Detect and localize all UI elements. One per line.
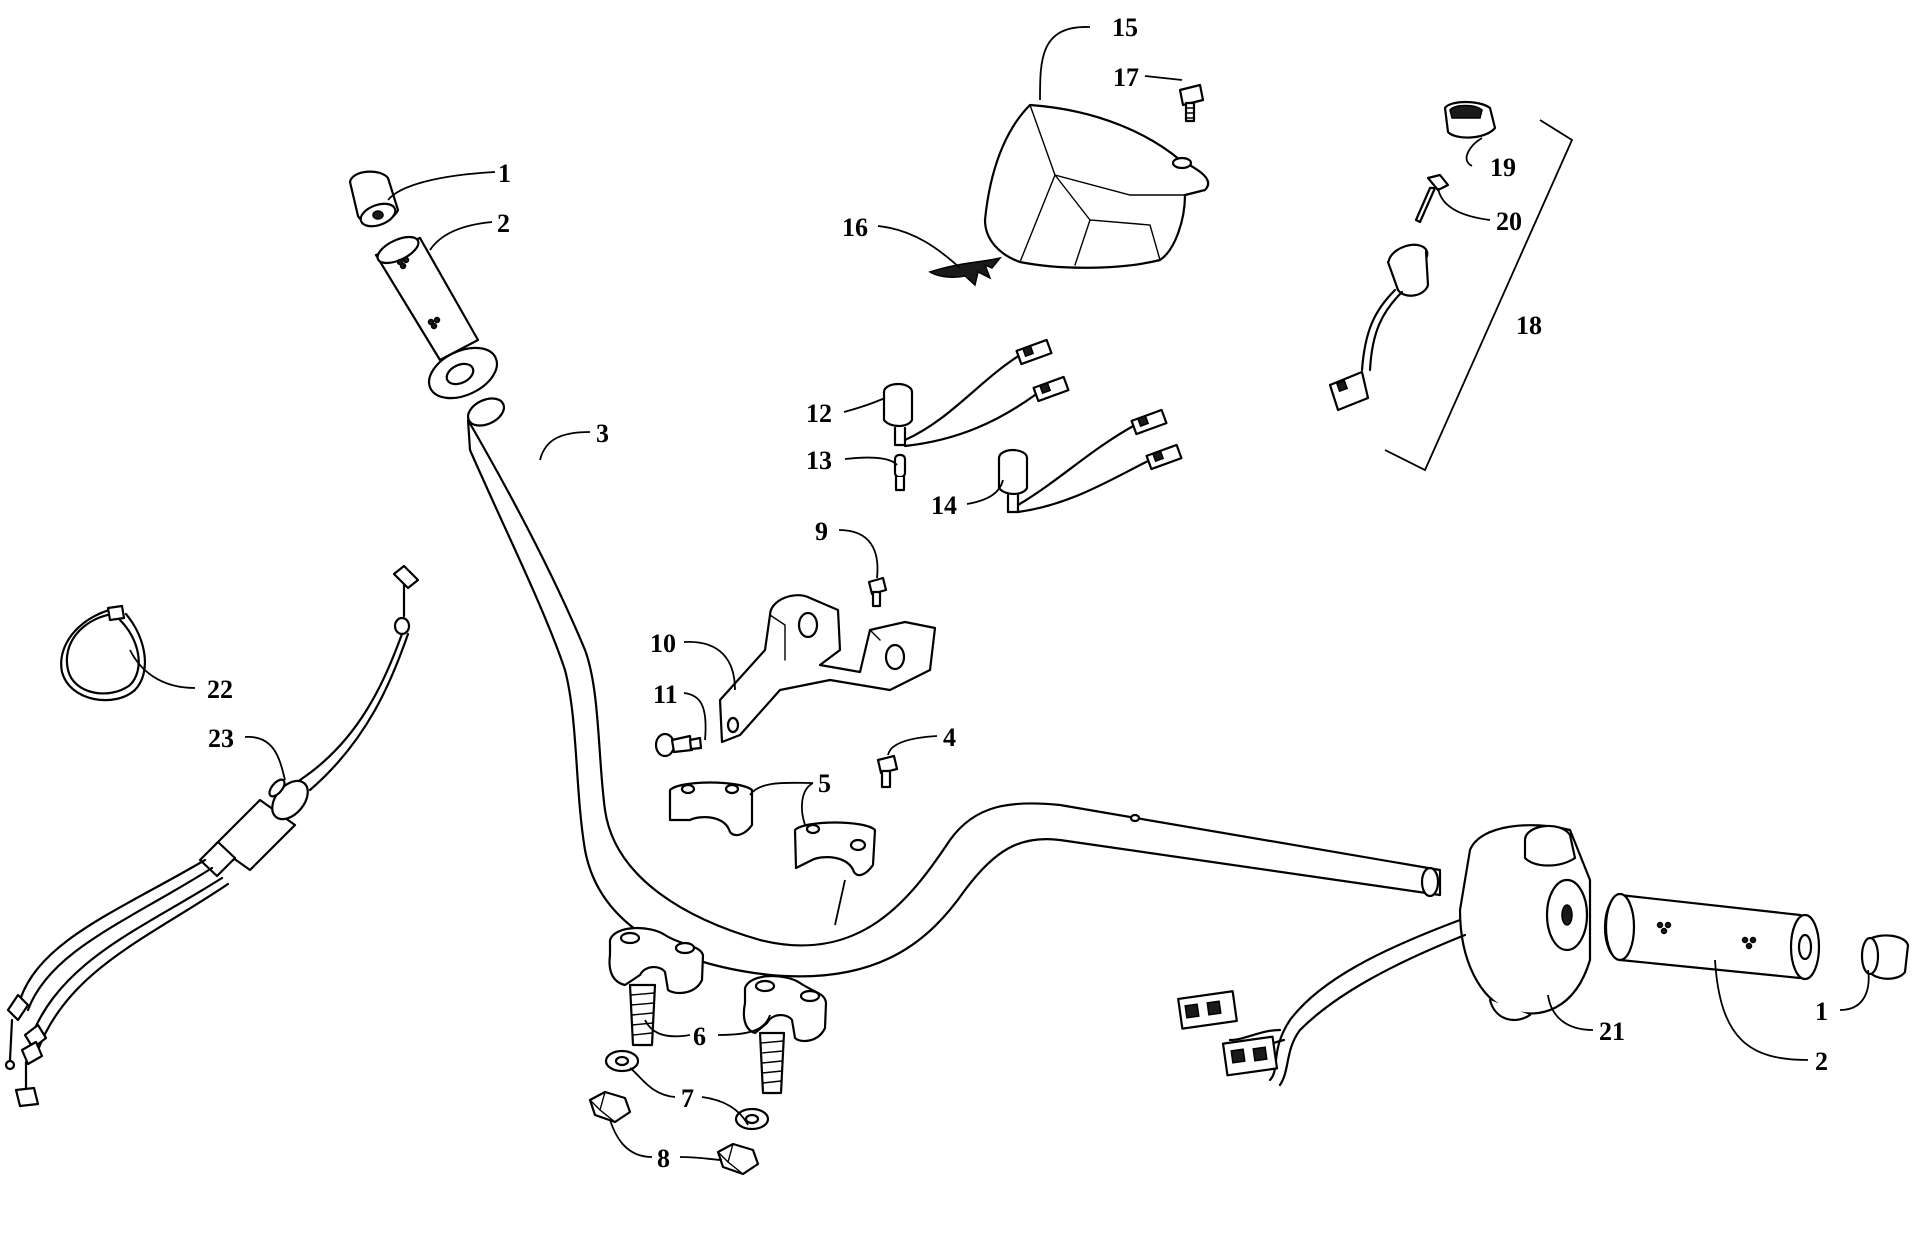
callout-1-right-end-cap: 1 <box>1815 997 1828 1026</box>
cat-decal <box>928 256 1003 287</box>
throttle-cable <box>4 564 420 1108</box>
callout-21-switch-housing: 21 <box>1599 1017 1625 1046</box>
callout-19-ignition-cap: 19 <box>1490 153 1516 182</box>
indicator-bulb <box>893 453 907 492</box>
nut-right <box>716 1142 760 1176</box>
left-grip-assembly <box>348 170 499 400</box>
right-grip-assembly <box>1603 892 1910 981</box>
bracket-bolt <box>654 732 703 758</box>
riser-left <box>608 926 705 1047</box>
callout-22-cable-tie: 22 <box>207 675 233 704</box>
cable-tie <box>60 604 147 702</box>
pod-screw <box>1178 83 1205 123</box>
callout-2-right-grip: 2 <box>1815 1047 1828 1076</box>
callout-10-bracket: 10 <box>650 629 676 658</box>
clamp-screw <box>876 754 899 789</box>
callout-11-bracket-bolt: 11 <box>653 680 678 709</box>
bracket-screw <box>867 576 888 608</box>
callout-13-bulb: 13 <box>806 446 832 475</box>
callout-4-clamp-screw: 4 <box>943 723 956 752</box>
callout-18-ignition-assembly: 18 <box>1516 311 1542 340</box>
washer-left <box>604 1049 640 1073</box>
callout-20-key: 20 <box>1496 207 1522 236</box>
clamp-right <box>793 821 877 877</box>
callout-17-screw: 17 <box>1113 63 1139 92</box>
callout-23-throttle-cable: 23 <box>208 724 234 753</box>
mounting-bracket <box>718 594 937 744</box>
handlebar-pod <box>983 103 1210 269</box>
riser-right <box>742 974 828 1095</box>
ignition-assembly-bracket <box>1384 119 1574 472</box>
callouts: 1 2 3 4 5 6 7 8 9 10 11 12 13 14 15 16 1… <box>207 13 1828 1173</box>
callout-6-riser: 6 <box>693 1022 706 1051</box>
callout-16-decal: 16 <box>842 213 868 242</box>
washer-right <box>734 1107 770 1131</box>
callout-15-pod: 15 <box>1112 13 1138 42</box>
clamp-left <box>668 781 754 837</box>
nut-left <box>588 1090 632 1124</box>
callout-9-bracket-screw: 9 <box>815 517 828 546</box>
callout-3-handlebar: 3 <box>596 419 609 448</box>
leader-lines <box>129 26 1870 1161</box>
callout-1-left-end-cap: 1 <box>498 159 511 188</box>
callout-14-indicator-light: 14 <box>931 491 957 520</box>
handlebar <box>466 397 1442 978</box>
ignition-switch-assembly <box>1328 100 1497 412</box>
callout-2-left-grip: 2 <box>497 209 510 238</box>
switch-housing-assembly <box>1177 824 1592 1087</box>
callout-8-nut: 8 <box>657 1144 670 1173</box>
callout-12-indicator-light: 12 <box>806 399 832 428</box>
indicator-light-right <box>997 408 1183 514</box>
indicator-light-left <box>882 338 1070 448</box>
callout-5-clamp: 5 <box>818 769 831 798</box>
callout-7-washer: 7 <box>681 1084 694 1113</box>
